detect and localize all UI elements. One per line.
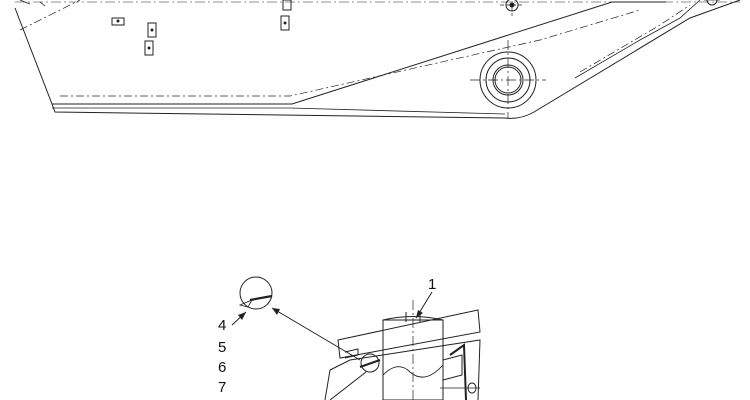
- callout-4: 4: [218, 317, 227, 334]
- callout-7-leader: [329, 371, 367, 400]
- boom-arm-upper-inner: [574, 0, 701, 79]
- boom-arm-view: [14, 0, 741, 119]
- boom-arm-upper-inner-2: [579, 4, 691, 73]
- slot-1: [111, 17, 125, 26]
- callout-5: 5: [218, 339, 227, 356]
- detail-weld-line: [249, 294, 273, 302]
- weld-bead: [449, 343, 467, 400]
- slot-4: [280, 15, 290, 31]
- end-pivot: [704, 0, 720, 6]
- slot-3: [144, 40, 154, 56]
- grease-fitting: [440, 382, 480, 394]
- detail-circle: [239, 276, 273, 310]
- detail-leader-line: [271, 307, 361, 361]
- boom-arm-centerline-mid: [60, 9, 641, 97]
- left-end-mark: [19, 0, 46, 7]
- detail-section-view: [231, 276, 481, 400]
- mount-plate-lower: [324, 339, 481, 400]
- main-bushing: [470, 40, 546, 118]
- detail-weld-triangle: [238, 299, 253, 308]
- callout-1: 1: [428, 276, 437, 293]
- pin-section-break: [382, 364, 444, 378]
- slot-5: [282, 0, 292, 11]
- plate-slot: [344, 348, 359, 359]
- pin-top-ellipse: [382, 316, 444, 321]
- detail-marker-circle: [360, 353, 380, 373]
- right-bracket: [442, 354, 463, 381]
- callout-6: 6: [218, 359, 227, 376]
- top-pivot: [500, 0, 524, 16]
- callout-7: 7: [218, 379, 227, 396]
- boom-arm-bottom-edge: [52, 107, 506, 115]
- boom-arm-centerline-left: [19, 0, 81, 31]
- slot-2: [147, 22, 157, 38]
